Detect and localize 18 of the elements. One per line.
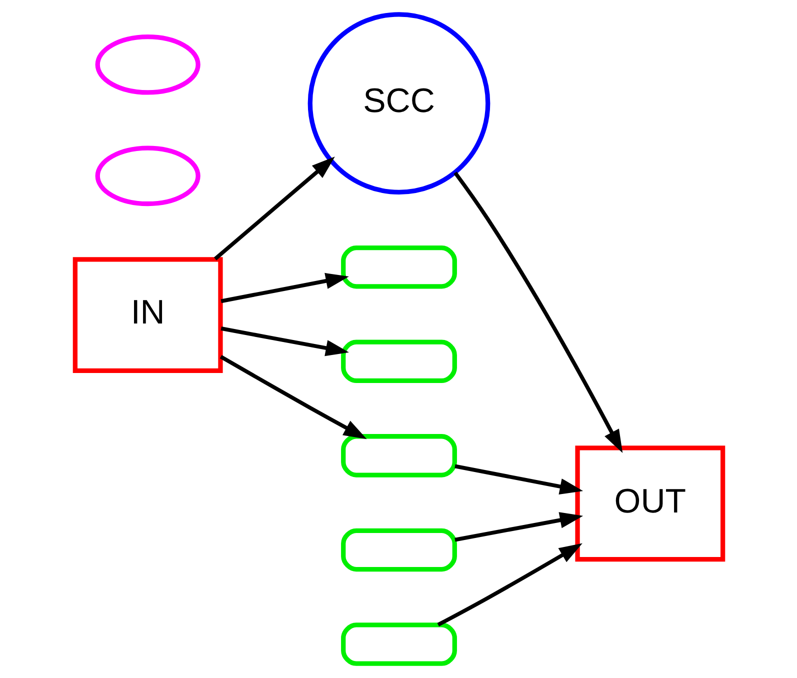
arrow [454, 512, 583, 542]
arrow [213, 156, 334, 260]
node-box: IN [72, 257, 222, 373]
arrow [453, 172, 622, 453]
node-tube [340, 434, 456, 478]
arrow [220, 326, 348, 356]
arrow [436, 543, 582, 626]
node-tube [340, 622, 456, 666]
arrow [219, 355, 366, 440]
node-tube [340, 340, 456, 384]
node-ellipse [94, 146, 200, 206]
arrow [454, 464, 583, 495]
node-tube [340, 528, 456, 572]
node-box: OUT [574, 446, 725, 562]
arrow [220, 272, 348, 304]
node-ellipse [94, 34, 200, 95]
node-tube [340, 245, 456, 289]
node-circle: SCC [307, 12, 490, 194]
